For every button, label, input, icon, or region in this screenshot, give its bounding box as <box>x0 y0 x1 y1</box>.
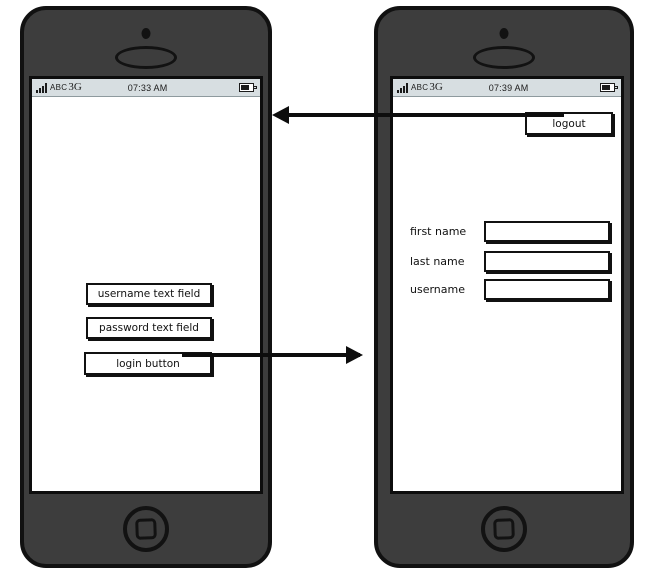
login-to-profile-arrow-line <box>182 353 360 357</box>
carrier-label: ABC <box>50 83 68 92</box>
login-screen: ABC 3G 07:33 AM username text field pass… <box>29 76 263 494</box>
home-button-icon[interactable] <box>481 506 527 552</box>
earpiece-speaker-icon <box>473 46 535 69</box>
earpiece-speaker-icon <box>115 46 177 69</box>
password-text-field[interactable]: password text field <box>86 317 212 339</box>
username-text-field[interactable]: username text field <box>86 283 212 305</box>
phone-device-profile: ABC 3G 07:39 AM logout first name last n… <box>374 6 634 568</box>
logout-to-login-arrow-line <box>288 113 564 117</box>
status-bar-login: ABC 3G 07:33 AM <box>32 79 260 97</box>
last-name-row: last name <box>410 251 610 272</box>
network-type-label: 3G <box>68 81 82 93</box>
login-screen-body: username text field password text field … <box>32 97 260 491</box>
signal-bars-icon <box>36 82 47 93</box>
front-camera-icon <box>141 28 151 39</box>
signal-bars-icon <box>397 82 408 93</box>
logout-button[interactable]: logout <box>525 112 613 135</box>
status-bar-clock: 07:33 AM <box>127 82 168 93</box>
profile-screen-body: logout first name last name username <box>393 97 621 491</box>
logout-to-login-arrow-head-icon <box>272 106 289 124</box>
battery-icon <box>600 83 618 92</box>
username-input[interactable] <box>484 279 610 300</box>
username-row: username <box>410 279 610 300</box>
first-name-row: first name <box>410 221 610 242</box>
network-type-label: 3G <box>429 81 443 93</box>
profile-screen: ABC 3G 07:39 AM logout first name last n… <box>390 76 624 494</box>
carrier-label: ABC <box>411 83 429 92</box>
first-name-label: first name <box>410 225 467 238</box>
phone-device-login: ABC 3G 07:33 AM username text field pass… <box>20 6 272 568</box>
login-button[interactable]: login button <box>84 352 212 375</box>
last-name-label: last name <box>410 255 465 268</box>
battery-icon <box>239 83 257 92</box>
first-name-input[interactable] <box>484 221 610 242</box>
status-bar-profile: ABC 3G 07:39 AM <box>393 79 621 97</box>
username-label: username <box>410 283 465 296</box>
home-button-icon[interactable] <box>123 506 169 552</box>
front-camera-icon <box>499 28 509 39</box>
status-bar-clock: 07:39 AM <box>488 82 529 93</box>
login-to-profile-arrow-head-icon <box>346 346 363 364</box>
last-name-input[interactable] <box>484 251 610 272</box>
